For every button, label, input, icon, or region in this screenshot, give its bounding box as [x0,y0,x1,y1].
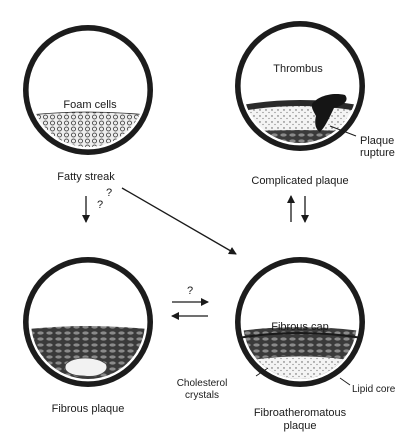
fatty-streak-vessel: Foam cells [20,25,156,160]
plaque-rupture-label-2: rupture [360,147,395,159]
arrow-diagonal-question: ? [106,187,112,199]
lipid-core-pointer [340,378,350,385]
plaque-light-core [65,358,107,376]
fibroatheromatous-caption-1: Fibroatheromatous [254,407,347,419]
fibrous-plaque-caption: Fibrous plaque [52,403,125,415]
cholesterol-crystals-label-2: crystals [185,390,219,401]
lipid-core-label: Lipid core [352,384,396,395]
fibrous-cap-label: Fibrous cap [271,321,328,333]
fatty-streak-caption: Fatty streak [57,171,115,183]
thrombus-label: Thrombus [273,63,323,75]
complicated-plaque-vessel: Thrombus Plaque rupture [235,21,395,160]
cholesterol-crystals-label-1: Cholesterol [177,378,228,389]
arrow-fatty-to-fibroatheroma [122,188,236,254]
fibroatheromatous-caption-2: plaque [283,420,316,432]
fibroatheromatous-plaque-vessel: Fibrous cap [232,257,368,400]
foam-cells-label: Foam cells [63,99,117,111]
fibrous-plaque-vessel [20,257,156,400]
arrow-horizontal-question: ? [187,285,193,297]
complicated-plaque-caption: Complicated plaque [251,175,348,187]
plaque-rupture-label-1: Plaque [360,135,394,147]
arrow-down-question: ? [97,199,103,211]
